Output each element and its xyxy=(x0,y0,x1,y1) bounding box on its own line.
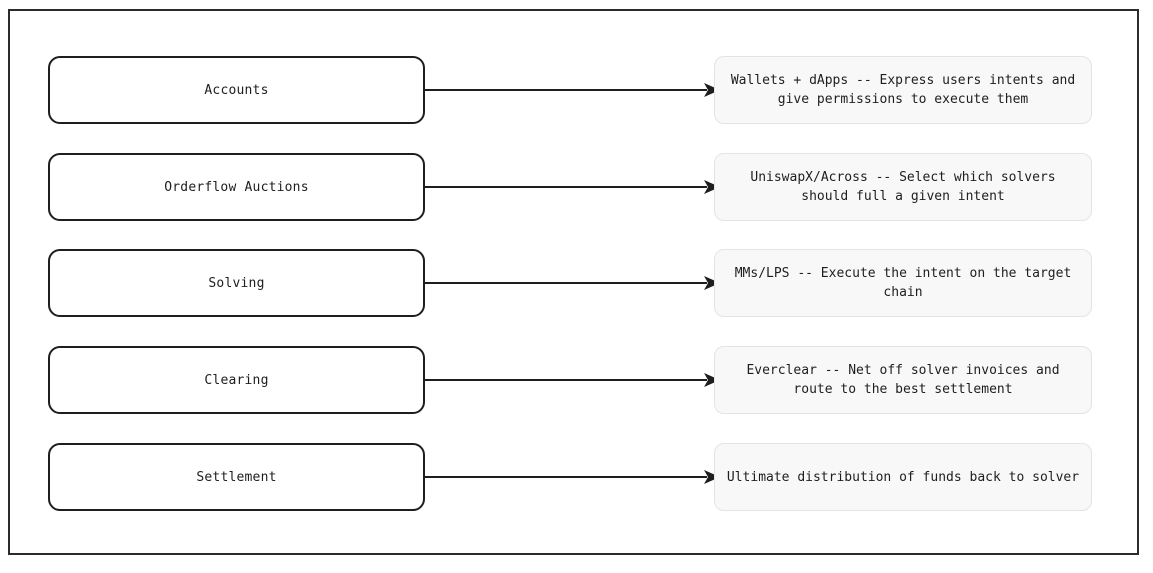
description-box-orderflow-auctions: UniswapX/Across -- Select which solvers … xyxy=(714,153,1092,221)
layer-box-orderflow-auctions: Orderflow Auctions xyxy=(48,153,425,221)
layer-row-clearing: Clearing Everclear -- Net off solver inv… xyxy=(0,346,1153,414)
description-box-clearing: Everclear -- Net off solver invoices and… xyxy=(714,346,1092,414)
arrow-solving xyxy=(425,276,720,290)
description-box-solving: MMs/LPS -- Execute the intent on the tar… xyxy=(714,249,1092,317)
arrow-settlement xyxy=(425,470,720,484)
layer-row-settlement: Settlement Ultimate distribution of fund… xyxy=(0,443,1153,511)
layer-row-orderflow-auctions: Orderflow Auctions UniswapX/Across -- Se… xyxy=(0,153,1153,221)
layer-box-accounts: Accounts xyxy=(48,56,425,124)
layer-box-solving: Solving xyxy=(48,249,425,317)
arrow-orderflow-auctions xyxy=(425,180,720,194)
description-box-accounts: Wallets + dApps -- Express users intents… xyxy=(714,56,1092,124)
arrow-accounts xyxy=(425,83,720,97)
layer-row-solving: Solving MMs/LPS -- Execute the intent on… xyxy=(0,249,1153,317)
layer-box-settlement: Settlement xyxy=(48,443,425,511)
description-box-settlement: Ultimate distribution of funds back to s… xyxy=(714,443,1092,511)
layer-row-accounts: Accounts Wallets + dApps -- Express user… xyxy=(0,56,1153,124)
arrow-clearing xyxy=(425,373,720,387)
layer-box-clearing: Clearing xyxy=(48,346,425,414)
